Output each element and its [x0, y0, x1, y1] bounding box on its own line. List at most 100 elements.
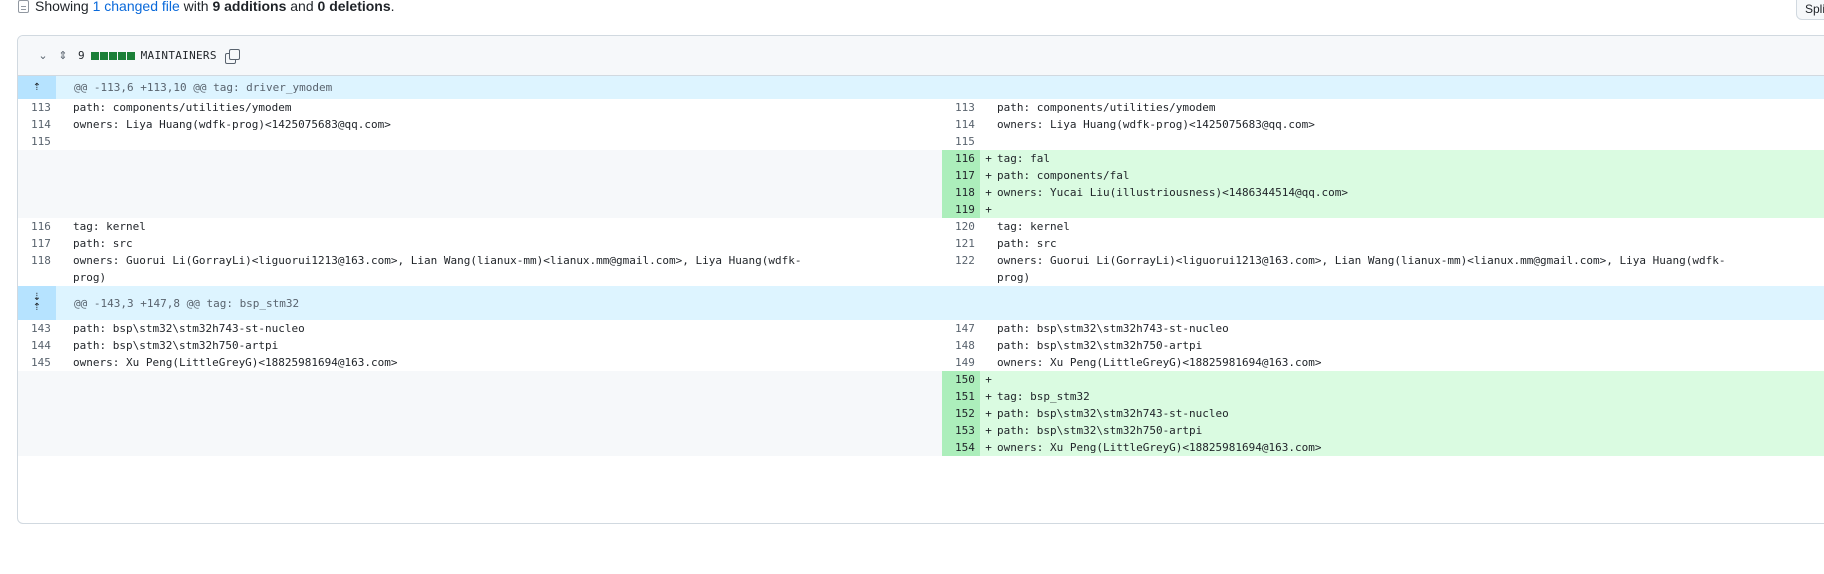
summary-showing: Showing [35, 0, 89, 14]
right-line-number[interactable]: 150 [942, 371, 980, 388]
hunk-expander[interactable]: ⇡ [18, 76, 56, 99]
diffstat-block [108, 51, 117, 60]
addition-marker: + [985, 152, 992, 165]
addition-marker: + [985, 186, 992, 199]
hunk-header: ⇣ ⇡ @@ -143,3 +147,8 @@ tag: bsp_stm32 [18, 286, 1824, 320]
left-line-number[interactable]: 113 [31, 101, 51, 114]
left-line-number[interactable]: 114 [31, 118, 51, 131]
right-line-number[interactable]: 118 [942, 184, 980, 201]
right-code: path: components/utilities/ymodem [997, 101, 1216, 114]
hunk-header: ⇡ @@ -113,6 +113,10 @@ tag: driver_ymode… [18, 76, 1824, 99]
empty-left-cell [18, 371, 942, 388]
right-line-number[interactable]: 117 [942, 167, 980, 184]
left-code: path: bsp\stm32\stm32h743-st-nucleo [73, 322, 305, 335]
fold-up-icon[interactable]: ⇡ [32, 302, 42, 313]
right-line-number[interactable]: 119 [942, 201, 980, 218]
hunk-header-text: @@ -113,6 +113,10 @@ tag: driver_ymodem [74, 81, 333, 94]
right-code [980, 133, 1750, 150]
right-code: path: bsp\stm32\stm32h750-artpi [997, 339, 1203, 352]
left-code: tag: kernel [73, 220, 146, 233]
left-line-number[interactable]: 115 [31, 135, 51, 148]
addition-marker: + [985, 424, 992, 437]
right-line-number[interactable]: 115 [955, 135, 975, 148]
left-line-number[interactable]: 118 [31, 254, 51, 267]
chevron-down-icon[interactable]: ⌄ [38, 49, 48, 62]
right-line-number[interactable]: 153 [942, 422, 980, 439]
left-code: owners: Liya Huang(wdfk-prog)<1425075683… [73, 118, 391, 131]
left-code: path: src [73, 237, 133, 250]
diffstat-blocks [90, 51, 135, 60]
addition-marker: + [985, 390, 992, 403]
summary-with: with [183, 0, 209, 14]
left-line-number[interactable]: 117 [31, 237, 51, 250]
table-row-addition: 117 + path: components/fal [18, 167, 1824, 184]
right-code: tag: kernel [997, 220, 1070, 233]
right-line-number[interactable]: 148 [955, 339, 975, 352]
right-line-number[interactable]: 154 [942, 439, 980, 456]
addition-marker: + [985, 441, 992, 454]
left-code: path: bsp\stm32\stm32h750-artpi [73, 339, 279, 352]
table-row: 143 path: bsp\stm32\stm32h743-st-nucleo 1… [18, 320, 1824, 337]
table-row: 114 owners: Liya Huang(wdfk-prog)<1425075… [18, 116, 1824, 133]
diffstat-block [90, 51, 99, 60]
file-header: ⌄ ⇕ 9 MAINTAINERS [18, 36, 1824, 76]
diffstat-block [126, 51, 135, 60]
diffstat-block [99, 51, 108, 60]
summary-and: and [290, 0, 314, 14]
addition-marker: + [985, 169, 992, 182]
table-row: 144 path: bsp\stm32\stm32h750-artpi 148 pa… [18, 337, 1824, 354]
right-code: path: bsp\stm32\stm32h743-st-nucleo [997, 407, 1229, 420]
right-line-number[interactable]: 120 [955, 220, 975, 233]
additions-count: 9 additions [212, 0, 287, 14]
table-row: 145 owners: Xu Peng(LittleGreyG)<18825981… [18, 354, 1824, 371]
addition-marker: + [985, 407, 992, 420]
unfold-icon[interactable]: ⇕ [58, 49, 68, 62]
left-line-number[interactable]: 143 [31, 322, 51, 335]
deletions-count: 0 deletions [317, 0, 391, 14]
right-code: tag: fal [997, 152, 1050, 165]
table-row-addition: 116 + tag: fal [18, 150, 1824, 167]
right-code: tag: bsp_stm32 [997, 390, 1090, 403]
right-code: owners: Yucai Liu(illustriousness)<14863… [997, 186, 1348, 199]
empty-left-cell [18, 184, 942, 201]
fold-up-icon[interactable]: ⇡ [32, 81, 42, 93]
fold-down-icon[interactable]: ⇣ [32, 292, 42, 303]
file-diff: ⌄ ⇕ 9 MAINTAINERS ⇡ @@ -113,6 +113,10 @@… [17, 35, 1824, 524]
copy-icon[interactable] [224, 48, 240, 64]
right-code: owners: Liya Huang(wdfk-prog)<1425075683… [997, 118, 1315, 131]
empty-left-cell [18, 150, 942, 167]
hunk-header-text: @@ -143,3 +147,8 @@ tag: bsp_stm32 [74, 296, 300, 310]
right-code [997, 371, 1767, 388]
right-line-number[interactable]: 113 [955, 101, 975, 114]
changed-files-link[interactable]: 1 changed file [92, 0, 180, 14]
right-line-number[interactable]: 149 [955, 356, 975, 369]
right-line-number[interactable]: 151 [942, 388, 980, 405]
table-row-addition: 153+path: bsp\stm32\stm32h750-artpi [18, 422, 1824, 439]
file-diff-icon [18, 0, 29, 13]
addition-marker: + [985, 203, 992, 216]
left-code: path: components/utilities/ymodem [73, 101, 292, 114]
right-line-number[interactable]: 114 [955, 118, 975, 131]
table-row-addition: 119 + [18, 201, 1824, 218]
right-line-number[interactable]: 121 [955, 237, 975, 250]
left-code: owners: Guorui Li(GorrayLi)<liguorui1213… [73, 254, 802, 301]
right-line-number[interactable]: 116 [942, 150, 980, 167]
left-line-number[interactable]: 116 [31, 220, 51, 233]
empty-left-cell [18, 201, 942, 218]
hunk-expander[interactable]: ⇣ ⇡ [18, 286, 56, 320]
right-line-number[interactable]: 147 [955, 322, 975, 335]
file-name[interactable]: MAINTAINERS [140, 49, 217, 62]
right-code: path: components/fal [997, 169, 1130, 182]
table-row: 118 owners: Guorui Li(GorrayLi)<liguorui1… [18, 252, 1824, 301]
left-code [56, 133, 826, 150]
table-row-addition: 118 + owners: Yucai Liu(illustriousness)<1… [18, 184, 1824, 201]
diffstat-block [117, 51, 126, 60]
left-line-number[interactable]: 144 [31, 339, 51, 352]
right-code: owners: Xu Peng(LittleGreyG)<18825981694… [997, 356, 1322, 369]
right-line-number[interactable]: 152 [942, 405, 980, 422]
table-row-addition: 154+owners: Xu Peng(LittleGreyG)<1882598… [18, 439, 1824, 456]
right-line-number[interactable]: 122 [955, 254, 975, 267]
left-line-number[interactable]: 145 [31, 356, 51, 369]
right-code: owners: Guorui Li(GorrayLi)<liguorui1213… [997, 254, 1726, 301]
split-view-button[interactable]: Split [1796, 0, 1824, 20]
